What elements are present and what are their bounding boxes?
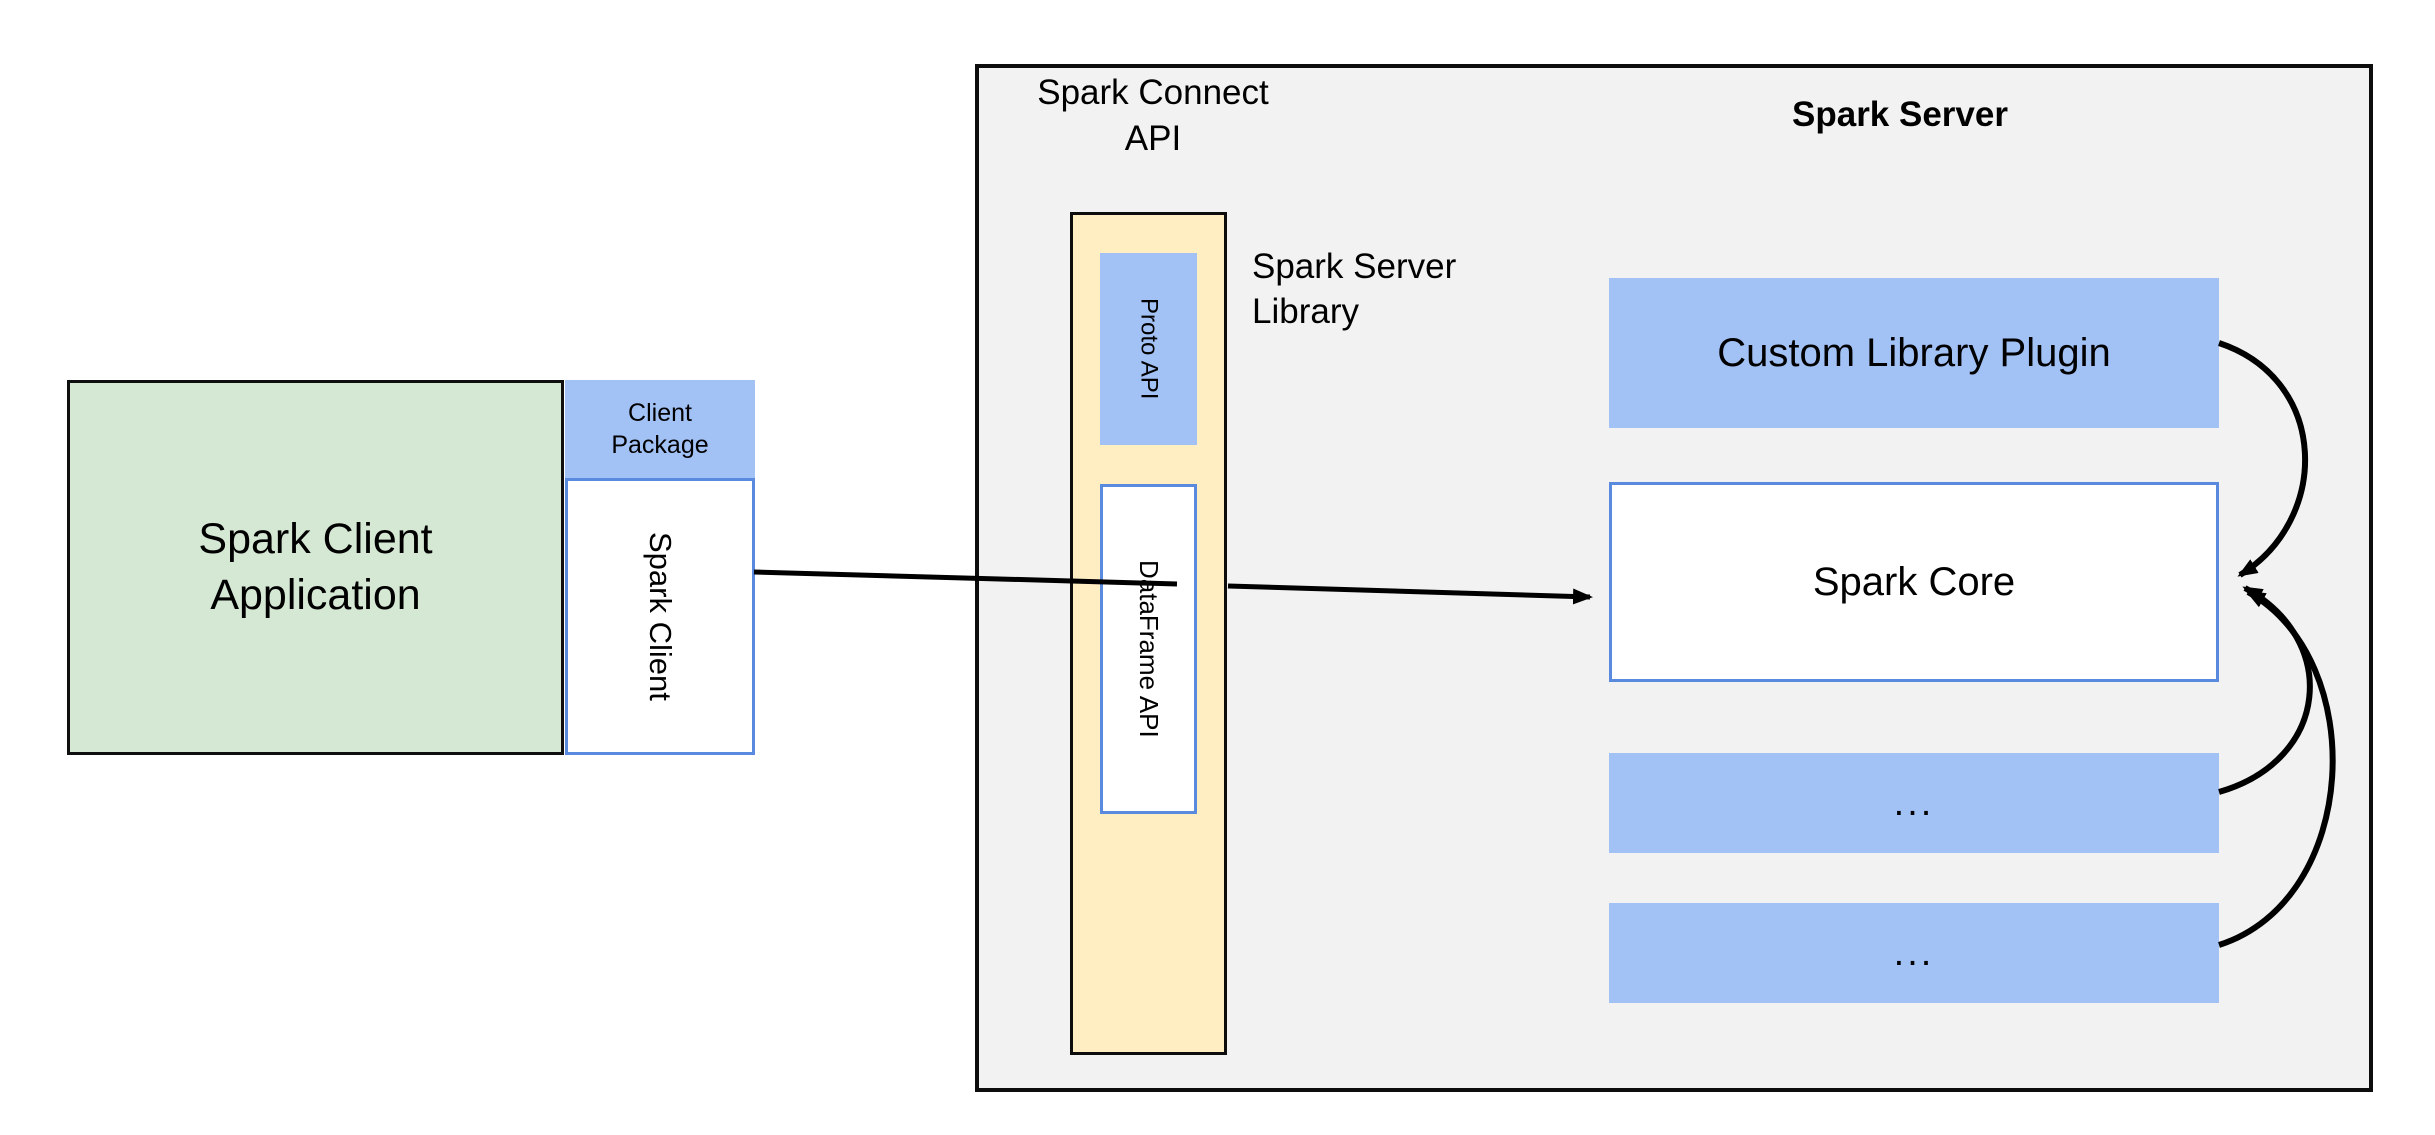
spark-client-label: Spark Client [643, 532, 678, 701]
dataframe-api-box[interactable]: DataFrame API [1100, 484, 1197, 814]
spark-client-box[interactable]: Spark Client [565, 478, 755, 755]
spark-client-application-label-line2: Application [210, 570, 421, 619]
spark-connect-api-title: Spark Connect API [1018, 70, 1288, 161]
proto-api-box[interactable]: Proto API [1100, 253, 1197, 445]
spark-connect-api-title-line1: Spark Connect [1037, 73, 1269, 112]
custom-library-plugin-label: Custom Library Plugin [1717, 330, 2111, 375]
spark-server-panel-title: Spark Server [1792, 95, 2008, 134]
placeholder-component-box-2[interactable]: ... [1609, 903, 2219, 1003]
ellipsis-label-1: ... [1893, 781, 1935, 824]
proto-api-label: Proto API [1135, 298, 1163, 400]
spark-server-library-label-line2: Library [1252, 291, 1359, 331]
custom-library-plugin-box[interactable]: Custom Library Plugin [1609, 278, 2219, 428]
client-package-header[interactable]: Client Package [565, 380, 755, 479]
client-package-label-line2: Package [611, 430, 709, 459]
client-package-label-line1: Client [628, 399, 692, 428]
spark-server-library-label-line1: Spark Server [1252, 247, 1457, 286]
spark-core-label: Spark Core [1812, 559, 2016, 604]
dataframe-api-label: DataFrame API [1134, 560, 1164, 738]
spark-client-application-box[interactable]: Spark Client Application [67, 380, 564, 755]
spark-connect-api-title-line2: API [1124, 118, 1182, 158]
placeholder-component-box-1[interactable]: ... [1609, 753, 2219, 853]
ellipsis-label-2: ... [1893, 931, 1935, 974]
spark-core-box[interactable]: Spark Core [1609, 482, 2219, 682]
spark-server-library-label: Spark Server Library [1252, 245, 1562, 335]
spark-client-application-label-line1: Spark Client [198, 515, 433, 564]
